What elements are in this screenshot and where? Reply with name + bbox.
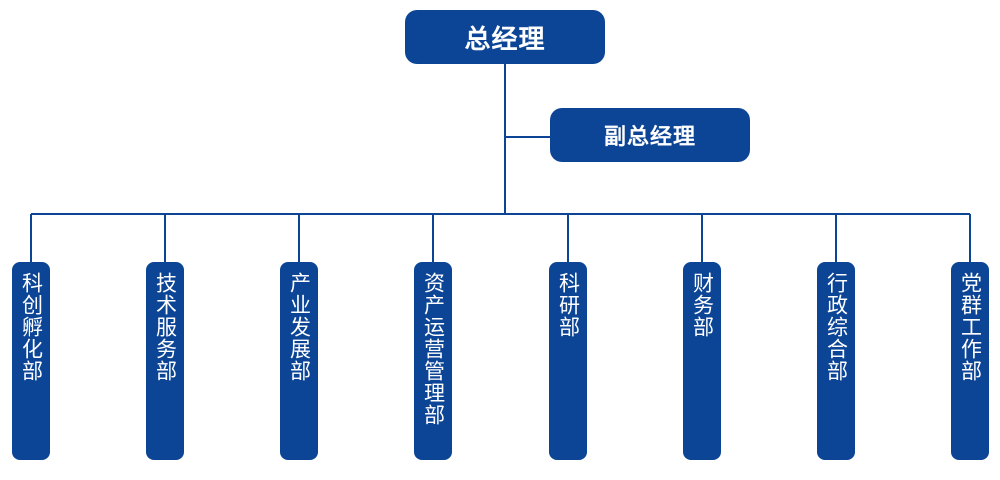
dept-label: 科创孵化部: [19, 272, 44, 382]
dept-label: 技术服务部: [153, 272, 178, 382]
deputy-general-manager-label: 副总经理: [603, 125, 696, 150]
general-manager-label: 总经理: [464, 24, 546, 55]
dept-box-party-affairs: 党群工作部: [951, 262, 989, 460]
dept-label: 资产运营管理部: [421, 272, 446, 426]
dept-box-research: 科研部: [549, 262, 587, 460]
dept-box-asset-ops: 资产运营管理部: [414, 262, 452, 460]
dept-label: 产业发展部: [287, 272, 312, 382]
dept-box-admin: 行政综合部: [817, 262, 855, 460]
dept-label: 行政综合部: [824, 272, 849, 382]
dept-label: 党群工作部: [958, 272, 983, 382]
general-manager-box: 总经理: [405, 10, 605, 64]
dept-box-tech-service: 技术服务部: [146, 262, 184, 460]
dept-box-industry-dev: 产业发展部: [280, 262, 318, 460]
dept-box-finance: 财务部: [683, 262, 721, 460]
dept-label: 财务部: [690, 272, 715, 338]
dept-box-sci-incubation: 科创孵化部: [12, 262, 50, 460]
deputy-general-manager-box: 副总经理: [550, 108, 750, 162]
dept-label: 科研部: [556, 272, 581, 338]
dept-drop-lines: [30, 214, 971, 262]
